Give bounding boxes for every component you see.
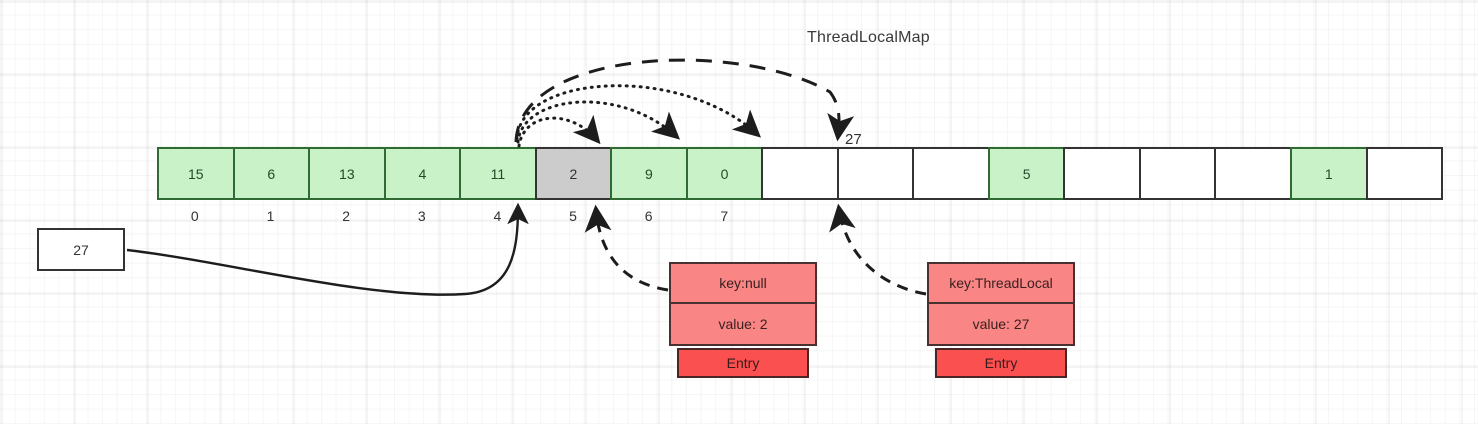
index-label-2: 2 bbox=[342, 208, 350, 224]
table-slot-14[interactable] bbox=[1214, 147, 1290, 200]
slot-value: 9 bbox=[645, 165, 653, 182]
slot-value: 13 bbox=[339, 165, 355, 182]
index-label-6: 6 bbox=[644, 208, 653, 224]
index-label-0: 0 bbox=[190, 208, 199, 224]
slot-value: 1 bbox=[1324, 165, 1333, 182]
table-slot-3[interactable]: 4 bbox=[383, 147, 460, 200]
index-label-7: 7 bbox=[720, 208, 729, 224]
entry-key-label: key:null bbox=[719, 275, 767, 291]
probe-arc-4-to-6 bbox=[516, 100, 681, 144]
index-label-blank-12 bbox=[1065, 208, 1141, 230]
probe-arc-4-to-5 bbox=[517, 114, 601, 148]
index-label-blank-14 bbox=[1216, 208, 1292, 230]
entry-box-threadlocal[interactable]: key:ThreadLocal value: 27 Entry bbox=[927, 262, 1075, 378]
entry-type-tag: Entry bbox=[935, 348, 1067, 378]
insert-arc-4-to-8 bbox=[514, 58, 855, 143]
entry-type-label: Entry bbox=[726, 355, 760, 371]
entry-value-label: value: 27 bbox=[972, 316, 1030, 332]
table-index-labels: 0 1 2 3 4 5 6 7 bbox=[157, 208, 1443, 230]
slot-value: 2 bbox=[569, 165, 578, 182]
entry-key-label: key:ThreadLocal bbox=[949, 275, 1053, 291]
slot-value: 5 bbox=[1022, 165, 1031, 182]
table-slot-6[interactable]: 9 bbox=[610, 147, 686, 200]
threadlocalmap-table: 15 6 13 4 11 2 9 0 5 1 bbox=[157, 147, 1444, 200]
source-value-box[interactable]: 27 bbox=[37, 228, 125, 271]
table-slot-0[interactable]: 15 bbox=[157, 147, 233, 200]
table-slot-16[interactable] bbox=[1365, 147, 1444, 200]
table-slot-7[interactable]: 0 bbox=[685, 147, 762, 200]
slot-value: 11 bbox=[490, 165, 506, 182]
slot-value: 15 bbox=[187, 165, 204, 182]
page-title: ThreadLocalMap bbox=[807, 29, 930, 46]
table-slot-12[interactable] bbox=[1063, 147, 1139, 200]
index-label-blank-16 bbox=[1367, 208, 1443, 230]
index-label-3: 3 bbox=[417, 208, 426, 224]
entry-key-row: key:null bbox=[669, 262, 817, 304]
index-label-4: 4 bbox=[493, 208, 502, 224]
table-slot-5[interactable]: 2 bbox=[534, 147, 611, 200]
index-label-1: 1 bbox=[266, 208, 275, 224]
entry-value-label: value: 2 bbox=[718, 316, 768, 332]
table-slot-8[interactable] bbox=[761, 147, 837, 200]
probe-arc-4-to-7 bbox=[515, 84, 761, 141]
source-value-label: 27 bbox=[73, 241, 89, 258]
entry-value-row: value: 2 bbox=[669, 304, 817, 346]
index-label-blank-15 bbox=[1292, 208, 1368, 230]
table-slot-1[interactable]: 6 bbox=[232, 147, 309, 200]
entry-type-tag: Entry bbox=[677, 348, 809, 378]
entry-type-label: Entry bbox=[984, 355, 1018, 371]
index-label-blank-11 bbox=[989, 208, 1065, 230]
table-slot-2[interactable]: 13 bbox=[308, 147, 384, 200]
index-label-blank-10 bbox=[913, 208, 989, 230]
table-slot-10[interactable] bbox=[912, 147, 988, 200]
entry-box-null[interactable]: key:null value: 2 Entry bbox=[669, 262, 817, 378]
table-slot-9[interactable] bbox=[836, 147, 913, 200]
slot-value: 6 bbox=[267, 165, 276, 182]
index-label-5: 5 bbox=[569, 208, 577, 224]
entry-key-row: key:ThreadLocal bbox=[927, 262, 1075, 304]
table-slot-4[interactable]: 11 bbox=[459, 147, 535, 200]
index-label-blank-8 bbox=[762, 208, 838, 230]
entry-value-row: value: 27 bbox=[927, 304, 1075, 346]
slot-value: 0 bbox=[720, 165, 729, 182]
slot-value: 4 bbox=[418, 165, 427, 182]
table-slot-15[interactable]: 1 bbox=[1289, 147, 1366, 200]
table-slot-11[interactable]: 5 bbox=[987, 147, 1064, 200]
index-label-blank-13 bbox=[1140, 208, 1216, 230]
table-slot-13[interactable] bbox=[1138, 147, 1215, 200]
arc-value-label: 27 bbox=[845, 131, 862, 148]
index-label-blank-9 bbox=[838, 208, 914, 230]
